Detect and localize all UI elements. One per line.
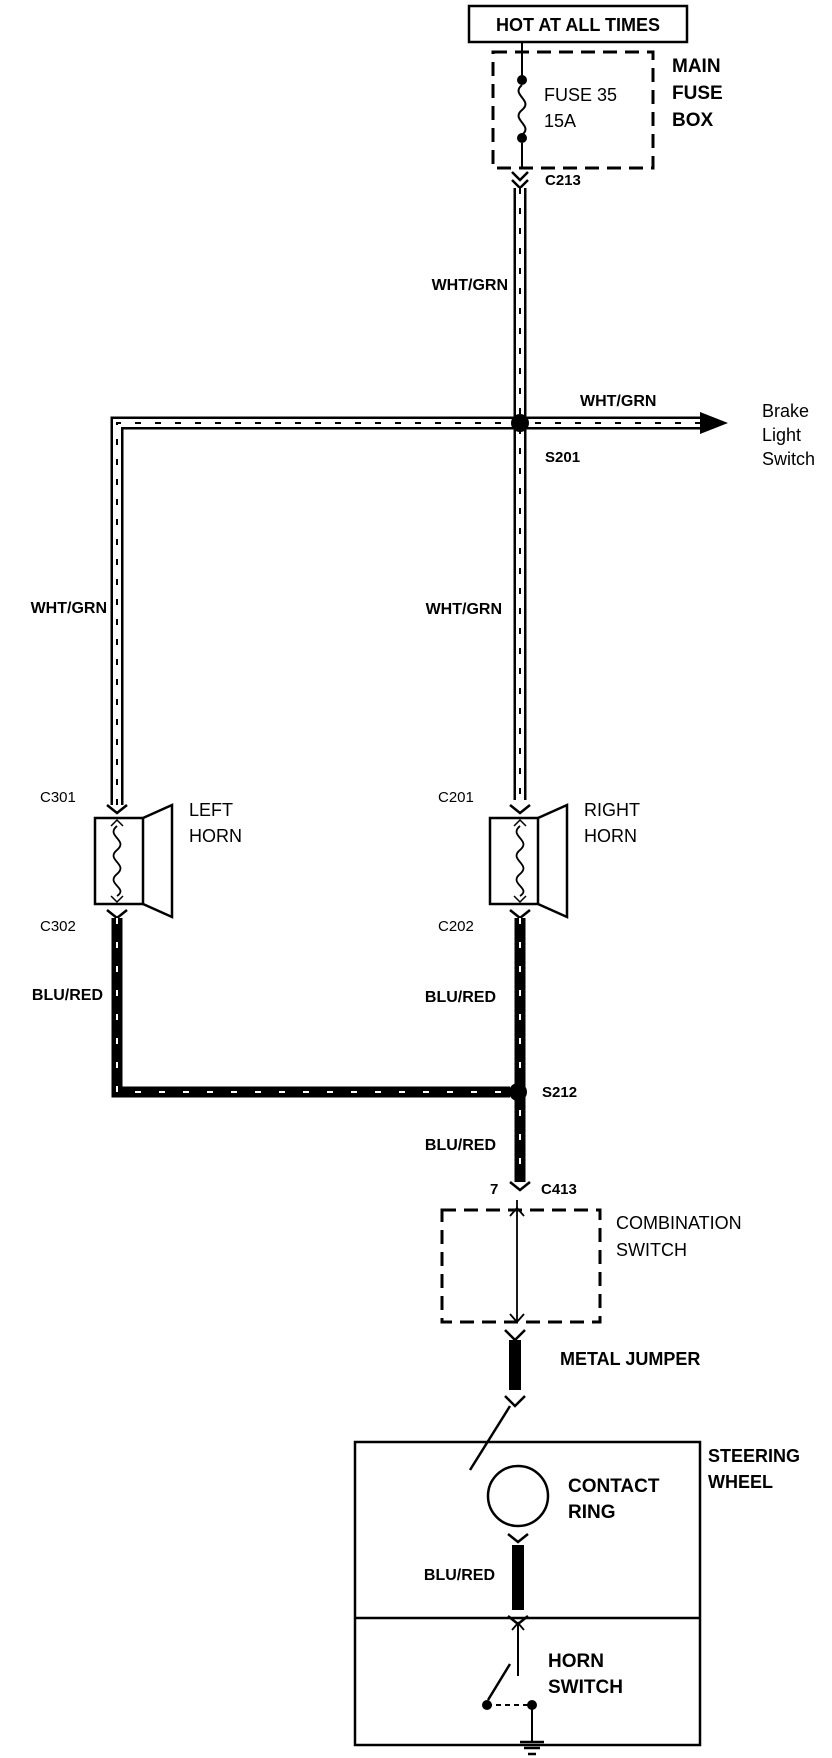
fuse-box-label-2: FUSE xyxy=(672,83,723,104)
metal-jumper-label: METAL JUMPER xyxy=(560,1349,700,1369)
wire-wht-grn-horizontal xyxy=(110,412,728,805)
wire-blu-red-horns xyxy=(111,918,526,1182)
contact-ring-label-1: CONTACT xyxy=(568,1476,660,1497)
wire-label-wht-grn-branch: WHT/GRN xyxy=(580,393,656,410)
arrow-to-brake-icon xyxy=(700,412,728,434)
connector-c201-label: C201 xyxy=(438,789,474,806)
left-horn-icon xyxy=(142,803,174,919)
combination-switch: COMBINATION SWITCH xyxy=(440,1200,742,1324)
horn-switch: HORN SWITCH xyxy=(482,1621,623,1742)
main-fuse-box: FUSE 35 15A MAIN FUSE BOX xyxy=(491,42,723,170)
contact-ring-icon xyxy=(486,1464,550,1528)
fuse-rating: 15A xyxy=(544,111,576,131)
contact-ring-label-2: RING xyxy=(568,1502,616,1523)
right-horn: C201 C202 RIGHT HORN xyxy=(438,789,640,935)
brake-label-3: Switch xyxy=(762,449,815,469)
power-source-box: HOT AT ALL TIMES xyxy=(467,4,689,44)
connector-c213: C213 xyxy=(511,171,581,190)
combination-switch-label-2: SWITCH xyxy=(616,1240,687,1260)
wire-label-blu-red-wheel: BLU/RED xyxy=(424,1567,495,1584)
ground-icon xyxy=(520,1740,544,1756)
wire-label-blu-red-left: BLU/RED xyxy=(32,987,103,1004)
connector-c301-label: C301 xyxy=(40,789,76,806)
left-horn: C301 C302 LEFT HORN xyxy=(40,789,242,935)
splice-s201: S201 xyxy=(511,414,580,466)
wire-label-wht-grn-main: WHT/GRN xyxy=(432,277,508,294)
left-horn-label-2: HORN xyxy=(189,826,242,846)
wire-label-blu-red-lower: BLU/RED xyxy=(425,1137,496,1154)
left-horn-label-1: LEFT xyxy=(189,800,233,820)
steering-wheel-label-2: WHEEL xyxy=(708,1472,773,1492)
fuse-element-icon xyxy=(517,84,527,136)
contact-ring: CONTACT RING xyxy=(486,1464,660,1528)
connector-c302-label: C302 xyxy=(40,918,76,935)
connector-c413-pin: 7 xyxy=(490,1181,498,1198)
brake-light-switch: Brake Light Switch xyxy=(762,401,815,469)
steering-wheel-label-1: STEERING xyxy=(708,1446,800,1466)
fuse-name: FUSE 35 xyxy=(544,85,617,105)
right-horn-label-1: RIGHT xyxy=(584,800,640,820)
wire-label-wht-grn-left: WHT/GRN xyxy=(31,600,107,617)
horn-switch-label-2: SWITCH xyxy=(548,1677,623,1698)
brake-label-1: Brake xyxy=(762,401,809,421)
connector-c202-label: C202 xyxy=(438,918,474,935)
connector-c413-label: C413 xyxy=(541,1181,577,1198)
connector-c213-label: C213 xyxy=(545,172,581,189)
right-horn-label-2: HORN xyxy=(584,826,637,846)
fuse-box-label-1: MAIN xyxy=(672,56,721,77)
power-source-label: HOT AT ALL TIMES xyxy=(496,15,660,35)
splice-s212: S212 xyxy=(509,1083,577,1101)
wire-label-wht-grn-right: WHT/GRN xyxy=(426,601,502,618)
wire-label-blu-red-right: BLU/RED xyxy=(425,989,496,1006)
connector-c413: 7 C413 xyxy=(490,1181,577,1198)
wire-blu-red-wheel: BLU/RED xyxy=(424,1533,529,1626)
horn-switch-icon xyxy=(486,1663,512,1701)
right-horn-icon xyxy=(537,803,569,919)
brake-label-2: Light xyxy=(762,425,801,445)
combination-switch-label-1: COMBINATION xyxy=(616,1213,742,1233)
horn-switch-label-1: HORN xyxy=(548,1651,604,1672)
splice-s201-label: S201 xyxy=(545,449,580,466)
splice-s212-label: S212 xyxy=(542,1084,577,1101)
metal-jumper: METAL JUMPER xyxy=(468,1329,700,1471)
fuse-box-label-3: BOX xyxy=(672,110,714,131)
